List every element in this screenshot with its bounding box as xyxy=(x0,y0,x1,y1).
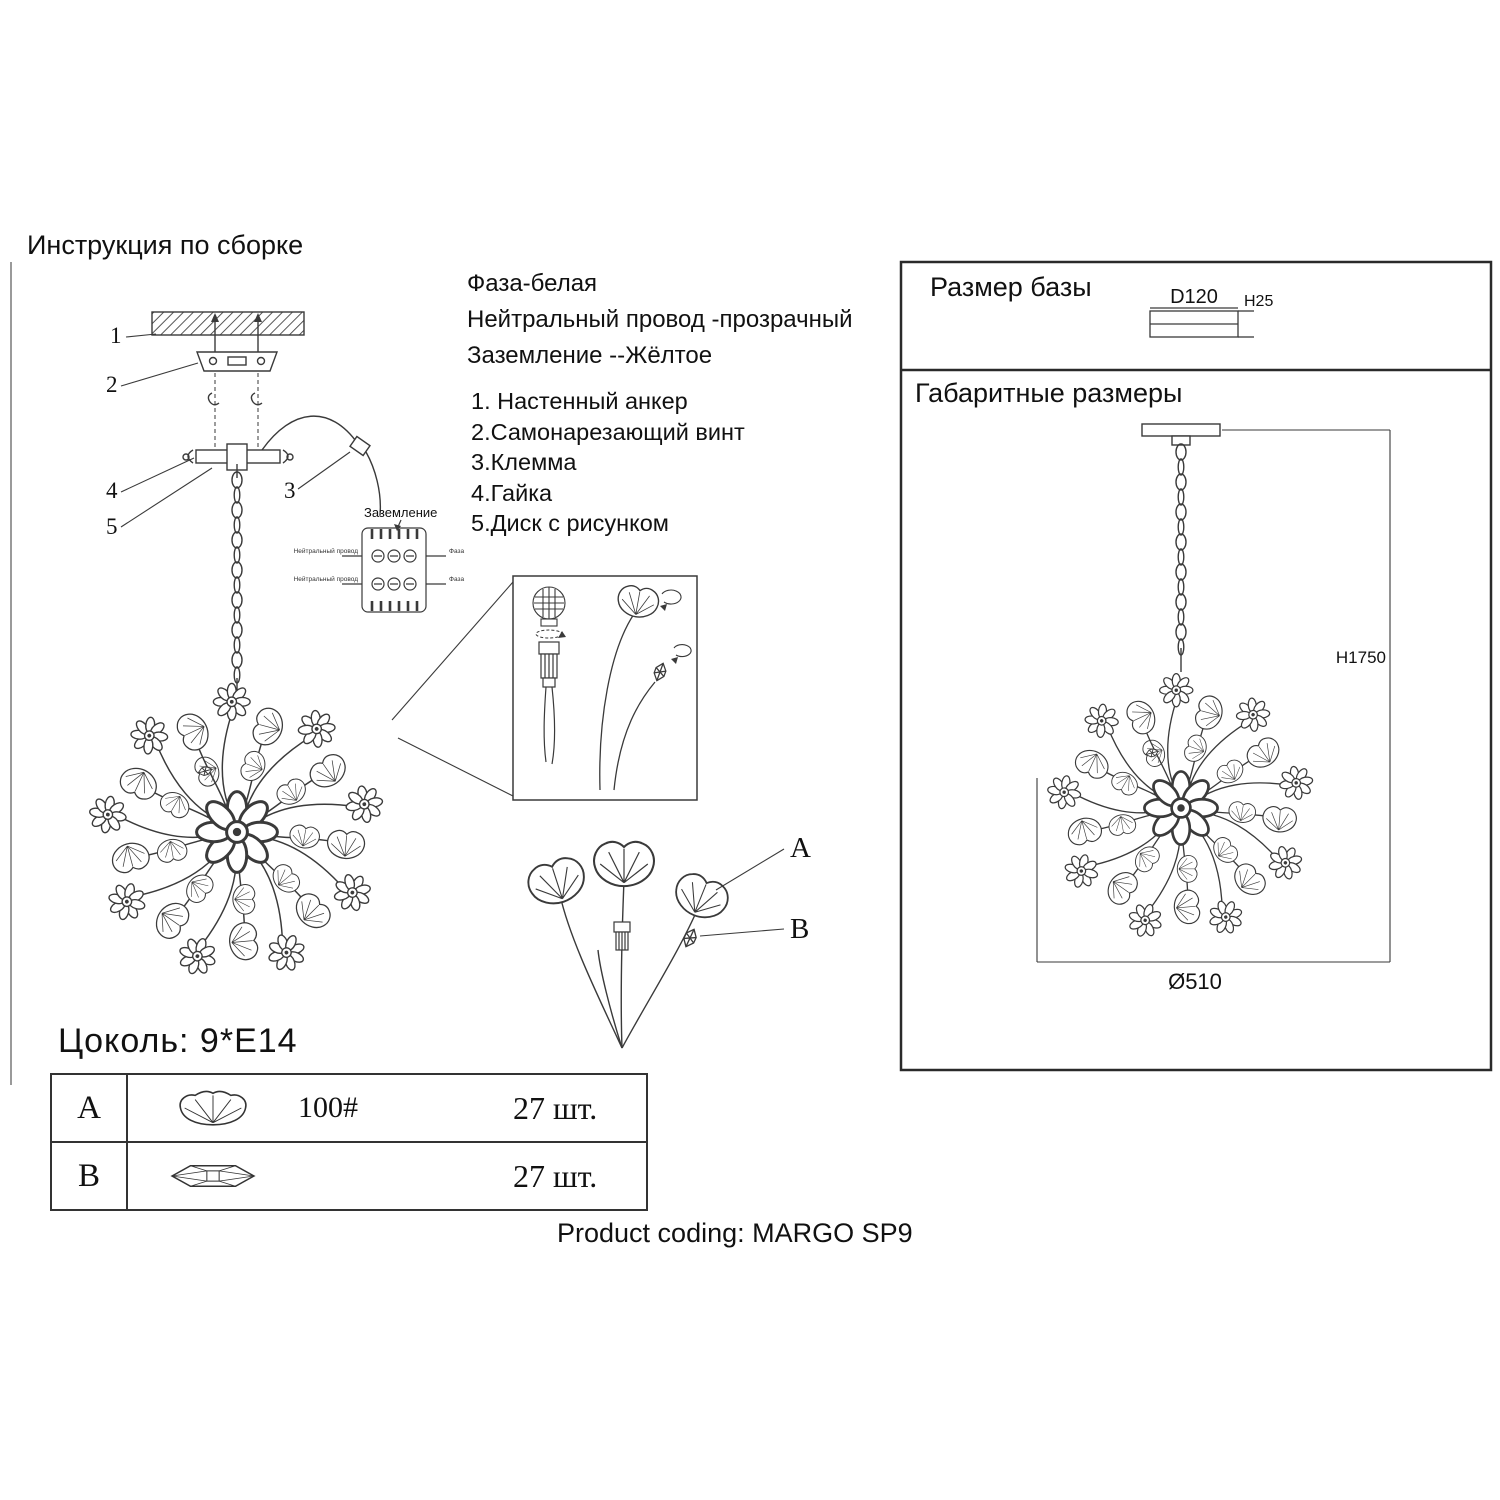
callout-3: 3 xyxy=(284,478,296,503)
overall-dimensions-drawing xyxy=(1036,423,1391,963)
wiring-ground: Заземление --Жёлтое xyxy=(467,342,713,369)
wiring-phase: Фаза-белая xyxy=(467,270,598,297)
chain xyxy=(231,464,243,700)
leaf-icon xyxy=(128,1087,298,1129)
dimension-lines xyxy=(1036,429,1391,963)
right-panel-border xyxy=(899,260,1493,1072)
row-a-qty: 27 шт. xyxy=(513,1089,598,1126)
table-row-a: A 100# 27 шт. xyxy=(52,1075,646,1141)
part-item: 2.Самонарезающий винт xyxy=(471,418,745,445)
part-item: 1. Настенный анкер xyxy=(471,388,688,414)
canopy-plate xyxy=(182,443,294,471)
anchor-screws xyxy=(211,313,262,352)
part-item: 5.Диск с рисунком xyxy=(471,510,669,536)
cluster-socket xyxy=(613,921,631,951)
product-coding: Product coding: MARGO SP9 xyxy=(557,1218,913,1248)
row-a-letter: A xyxy=(52,1075,128,1141)
ground-label: Заземление xyxy=(364,505,437,520)
phase-wire-label-2: Фаза xyxy=(449,576,464,583)
lamp-socket xyxy=(538,641,560,765)
page-title: Инструкция по сборке xyxy=(27,230,304,260)
wiring-neutral: Нейтральный провод -прозрачный xyxy=(467,306,853,333)
overall-dimensions-title: Габаритные размеры xyxy=(915,378,1183,408)
callout-4: 4 xyxy=(106,478,118,503)
chandelier-ball-dimensioned xyxy=(1042,674,1322,950)
table-row-b: B 27 шт. xyxy=(52,1141,646,1209)
cluster-detail xyxy=(522,840,785,1049)
overall-diameter-label: Ø510 xyxy=(1168,969,1222,994)
socle-spec: Цоколь: 9*E14 xyxy=(58,1022,298,1060)
callout-2: 2 xyxy=(106,372,118,397)
page-left-rule xyxy=(10,262,12,1085)
neutral-wire-label-1: Нейтральный провод xyxy=(294,547,359,555)
base-size-title: Размер базы xyxy=(930,272,1092,302)
parts-list: 1. Настенный анкер 2.Самонарезающий винт… xyxy=(471,386,745,539)
crystal-bead-icon xyxy=(128,1162,298,1190)
terminal-block xyxy=(342,519,446,613)
phase-wire-label-1: Фаза xyxy=(449,548,464,555)
callout-1: 1 xyxy=(110,323,122,348)
detail-box xyxy=(391,575,698,801)
row-b-qty: 27 шт. xyxy=(513,1157,598,1194)
ceiling-mount xyxy=(151,311,382,516)
base-height-label: H25 xyxy=(1244,293,1273,310)
callout-b: B xyxy=(790,913,809,945)
components-table: A 100# 27 шт. B 27 шт. xyxy=(50,1073,648,1211)
terminal-plug xyxy=(349,435,382,516)
chandelier-ball xyxy=(83,683,392,988)
part-item: 4.Гайка xyxy=(471,479,553,506)
row-a-code: 100# xyxy=(298,1091,358,1124)
callout-a: A xyxy=(790,832,811,864)
bulb xyxy=(532,586,566,627)
base-diameter-label: D120 xyxy=(1170,286,1218,308)
mounting-bracket xyxy=(195,351,279,372)
part-item: 3.Клемма xyxy=(471,449,577,475)
neutral-wire-label-2: Нейтральный провод xyxy=(294,575,359,583)
overall-height-label: H1750 xyxy=(1336,648,1386,667)
wiring-info: Фаза-белая Нейтральный провод -прозрачны… xyxy=(467,266,853,374)
row-b-letter: B xyxy=(52,1143,128,1209)
callout-5: 5 xyxy=(106,514,118,539)
base-size-drawing xyxy=(1149,307,1254,338)
